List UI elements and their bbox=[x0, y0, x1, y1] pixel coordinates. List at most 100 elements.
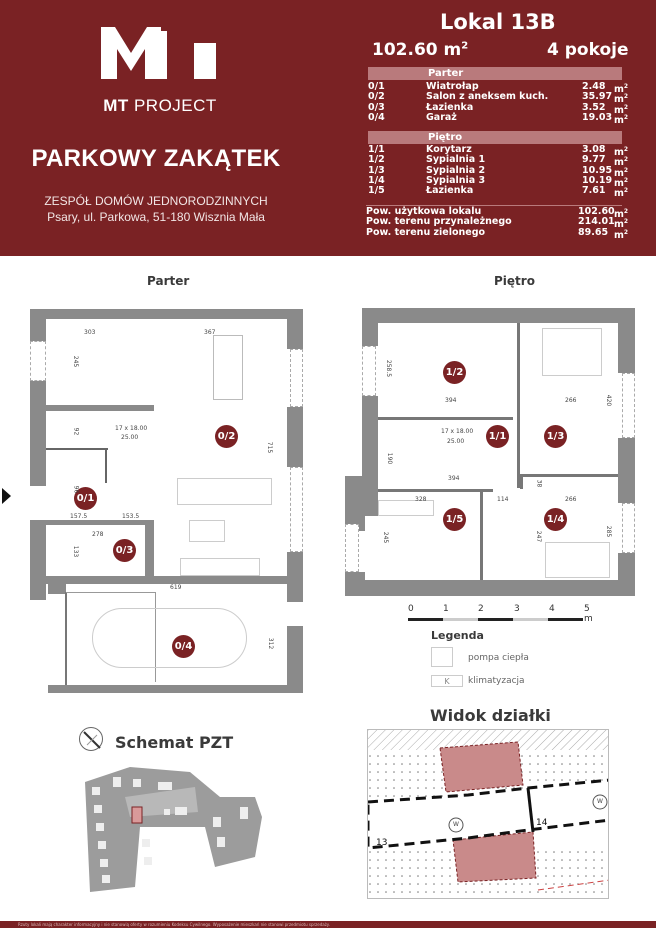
room-code: 1/2 bbox=[368, 154, 385, 166]
wall bbox=[287, 309, 303, 349]
plot-view-title: Widok działki bbox=[430, 706, 551, 725]
project-title: PARKOWY ZAKĄTEK bbox=[31, 145, 281, 172]
dimension-label: 394 bbox=[445, 397, 457, 404]
room-badge-1-1: 1/1 bbox=[486, 425, 509, 448]
car-icon bbox=[92, 608, 247, 668]
scale-label: 5 m bbox=[584, 604, 593, 624]
upper-floor-label: Piętro bbox=[494, 274, 535, 288]
total-label: Pow. terenu zielonego bbox=[366, 226, 486, 238]
wall bbox=[48, 685, 303, 693]
room-code: 1/5 bbox=[368, 185, 385, 197]
room-badge-0-4: 0/4 bbox=[172, 635, 195, 658]
brand-name-rest: PROJECT bbox=[133, 96, 217, 115]
room-name: Łazienka bbox=[426, 185, 474, 197]
dimension-label: 619 bbox=[170, 584, 182, 591]
unit-title: Lokal 13B bbox=[440, 10, 556, 34]
scale-segment bbox=[443, 618, 478, 621]
window bbox=[30, 341, 46, 381]
plot-label-14: 14 bbox=[536, 818, 548, 828]
dimension-label: 25.00 bbox=[121, 434, 139, 441]
heat-pump-icon bbox=[431, 647, 453, 667]
dimension-label: 266 bbox=[565, 397, 577, 404]
wall bbox=[618, 553, 635, 596]
wall bbox=[362, 396, 378, 516]
wall bbox=[345, 476, 365, 531]
wall bbox=[362, 308, 378, 346]
garage-door bbox=[66, 592, 156, 593]
site-plan-title: Schemat PZT bbox=[115, 733, 234, 752]
scale-segment bbox=[548, 618, 583, 621]
scale-label: 3 bbox=[514, 604, 520, 614]
ground-floor-plan: 0/1 0/2 0/3 0/4 303 367 245 17 x 18.00 2… bbox=[0, 0, 330, 710]
brand-name: MT PROJECT bbox=[0, 96, 320, 116]
scale-label: 2 bbox=[478, 604, 484, 614]
room-name: Korytarz bbox=[426, 144, 472, 155]
wall bbox=[618, 438, 635, 503]
window bbox=[622, 503, 635, 553]
area-unit: m2 bbox=[614, 103, 629, 116]
room-code: 1/3 bbox=[368, 164, 385, 176]
section-header-pietro: Piętro bbox=[368, 131, 622, 144]
wall bbox=[46, 405, 154, 411]
area-unit: m2 bbox=[614, 166, 629, 179]
garage-door bbox=[155, 592, 156, 682]
plot-marker: W bbox=[597, 798, 603, 805]
dimension-label: 285 bbox=[605, 525, 613, 538]
dimension-label: 190 bbox=[386, 452, 394, 465]
scale-segment bbox=[408, 618, 443, 621]
room-area: 3.08 bbox=[582, 144, 606, 155]
window bbox=[290, 349, 303, 407]
dimension-label: 25.00 bbox=[447, 438, 465, 445]
room-area: 19.03 bbox=[582, 111, 613, 123]
mt-logo-icon bbox=[101, 27, 216, 79]
scale-label: 1 bbox=[443, 604, 449, 614]
room-area: 10.19 bbox=[582, 174, 613, 186]
room-name: Sypialnia 2 bbox=[426, 164, 486, 176]
total-value: 102.60 bbox=[578, 206, 615, 217]
unit-area-sup: 2 bbox=[461, 40, 469, 52]
wall bbox=[30, 381, 46, 486]
room-area: 3.52 bbox=[582, 101, 606, 113]
dimension-label: 420 bbox=[605, 394, 613, 407]
wall bbox=[618, 308, 635, 373]
room-badge-1-5: 1/5 bbox=[443, 508, 466, 531]
header-banner: MT PROJECT PARKOWY ZAKĄTEK ZESPÓŁ DOMÓW … bbox=[0, 0, 656, 256]
compass-north-icon bbox=[79, 727, 103, 751]
project-address: Psary, ul. Parkowa, 51-180 Wisznia Mała bbox=[47, 210, 265, 224]
room-code: 0/1 bbox=[368, 81, 385, 92]
wall bbox=[30, 576, 303, 584]
wall bbox=[345, 580, 635, 596]
dimension-label: 394 bbox=[448, 475, 460, 482]
scale-label: 0 bbox=[408, 604, 414, 614]
wall bbox=[46, 520, 146, 525]
room-badge-1-2: 1/2 bbox=[443, 361, 466, 384]
window bbox=[290, 467, 303, 552]
room-badge-1-4: 1/4 bbox=[544, 508, 567, 531]
unit-rooms: 4 pokoje bbox=[547, 40, 629, 60]
bed bbox=[545, 542, 610, 578]
plot-marker: W bbox=[453, 821, 459, 828]
wall bbox=[30, 309, 46, 341]
room-name: Wiatrołap bbox=[426, 81, 479, 92]
room-area: 9.77 bbox=[582, 154, 606, 166]
room-code: 0/3 bbox=[368, 101, 385, 113]
room-code: 0/2 bbox=[368, 91, 385, 103]
total-value: 214.01 bbox=[578, 216, 615, 228]
plot-view-map: 13 14 W W bbox=[367, 729, 609, 899]
site-plan-map bbox=[85, 767, 262, 892]
sofa bbox=[177, 478, 272, 505]
unit-area: 102.60 m2 bbox=[372, 40, 468, 60]
wall bbox=[520, 474, 618, 477]
room-name: Salon z aneksem kuch. bbox=[426, 91, 549, 103]
wall bbox=[46, 448, 108, 450]
window bbox=[362, 346, 376, 396]
wall bbox=[517, 323, 520, 488]
bathtub bbox=[378, 500, 434, 516]
dimension-label: 245 bbox=[382, 531, 390, 544]
